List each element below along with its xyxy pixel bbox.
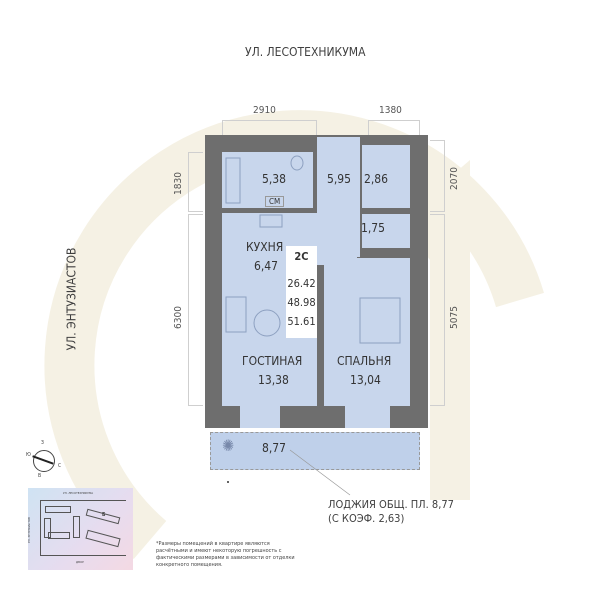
room-bathroom: [222, 152, 313, 208]
compass-n: З: [41, 440, 44, 446]
total-area: 48.98: [287, 296, 316, 309]
dim-top-left: 2910: [253, 105, 276, 116]
site-minimap: УЛ. ЛЕСОТЕХНИКУМА УЛ. ЭНТУЗИАСТОВ ДВОР Б: [26, 488, 133, 570]
kitchen-area: 6,47: [254, 259, 279, 273]
plant-icon: ✺: [222, 436, 235, 455]
hallway-area: 5,95: [327, 172, 352, 186]
loggia-note-line2: (С КОЭФ. 2,63): [328, 512, 405, 525]
compass-s: В: [38, 473, 42, 479]
loggia-area: 8,77: [262, 441, 287, 455]
street-top: УЛ. ЛЕСОТЕХНИКУМА: [245, 45, 366, 59]
living-area-total: 26.42: [287, 277, 316, 290]
room-closet: [362, 145, 410, 208]
living-area: 13,38: [258, 373, 289, 387]
room-bedroom: [324, 258, 410, 406]
storage-area: 1,75: [361, 221, 386, 235]
bedroom-name: СПАЛЬНЯ: [337, 354, 392, 368]
living-name: ГОСТИНАЯ: [242, 354, 303, 368]
total-area-loggia: 51.61: [287, 315, 316, 328]
compass-e: С: [58, 463, 62, 469]
room-storage: [362, 214, 410, 248]
minimap-bottom-label: ДВОР: [76, 560, 84, 564]
minimap-top-label: УЛ. ЛЕСОТЕХНИКУМА: [63, 491, 94, 495]
bedroom-area: 13,04: [350, 373, 381, 387]
bathroom-area: 5,38: [262, 172, 287, 186]
apartment-info-box: 2С 26.42 48.98 51.61: [286, 246, 317, 338]
compass-w: Ю: [26, 452, 31, 458]
footnote: *Размеры помещений в квартире являются р…: [156, 541, 295, 568]
kitchen-name: КУХНЯ: [246, 240, 284, 254]
minimap-left-label: УЛ. ЭНТУЗИАСТОВ: [26, 517, 31, 543]
dim-top-right: 1380: [379, 105, 402, 116]
washer-tag: СМ: [265, 196, 285, 207]
loggia-note-line1: ЛОДЖИЯ ОБЩ. ПЛ. 8,77: [328, 498, 454, 511]
closet-area: 2,86: [364, 172, 389, 186]
minimap-building-marker: Б: [102, 512, 106, 518]
apartment-type: 2С: [294, 250, 309, 263]
compass: З С В Ю: [25, 440, 65, 480]
room-loggia: [210, 432, 420, 470]
